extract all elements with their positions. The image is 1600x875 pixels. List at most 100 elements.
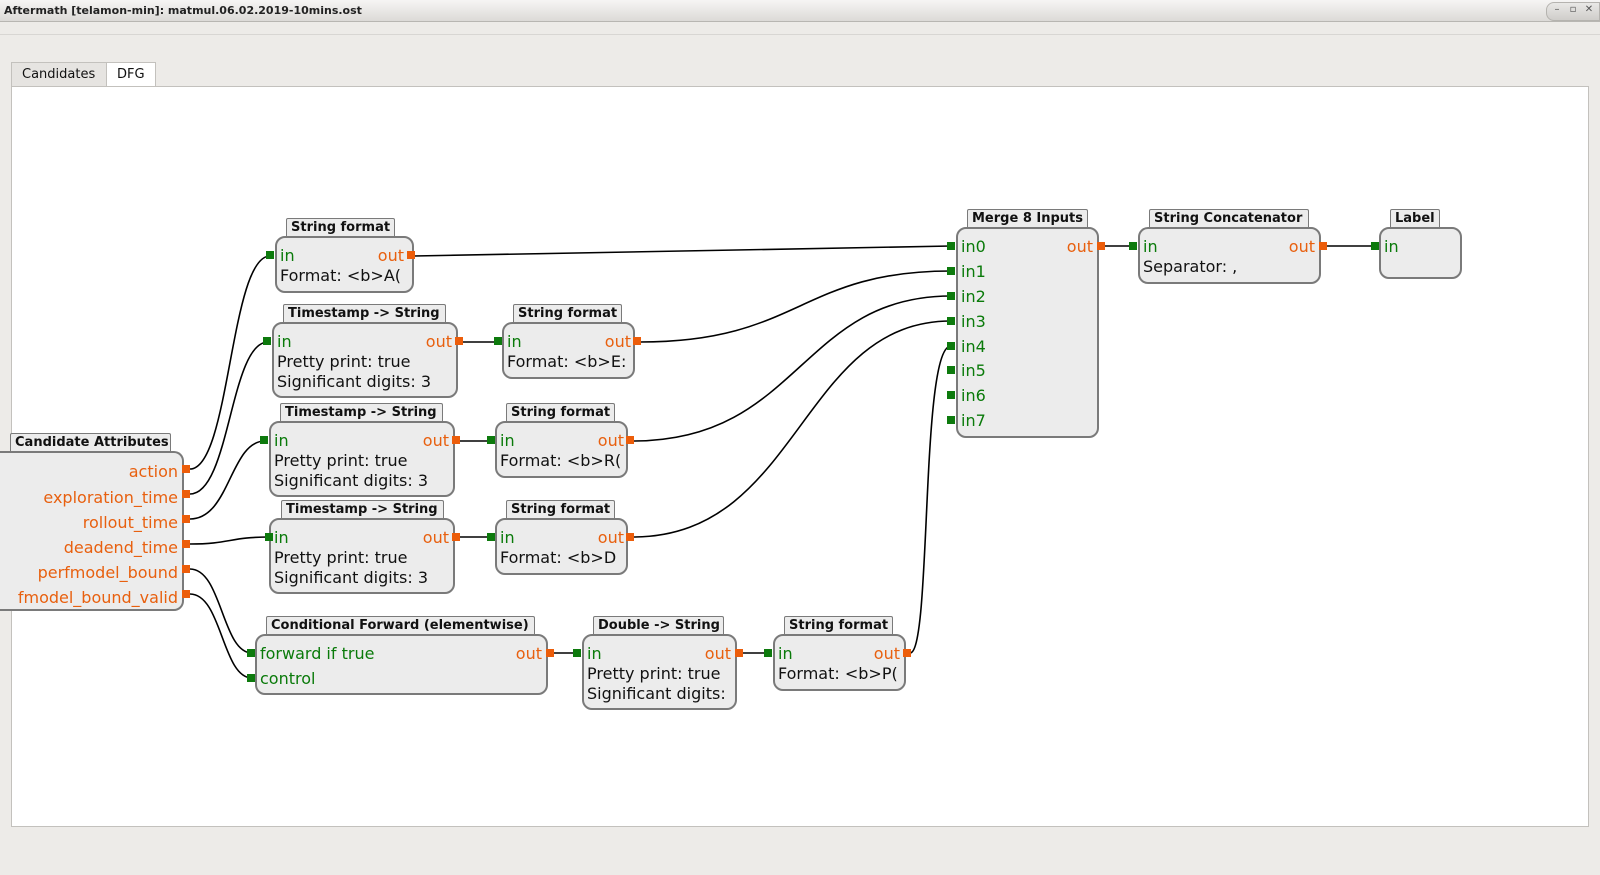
cond-forward-node[interactable]: forward if true control out (255, 634, 548, 695)
merge-in2-port[interactable] (947, 292, 955, 300)
ts-string-1-node[interactable]: in out Pretty print: true Significant di… (272, 322, 458, 398)
port-deadend-time-out[interactable] (182, 540, 190, 548)
output-exploration-time: exploration_time (43, 488, 178, 507)
ts-string-1-in-port[interactable] (263, 337, 271, 345)
merge-in4-port[interactable] (947, 342, 955, 350)
string-format-5-title: String format (784, 616, 893, 635)
wire-action-to-format1 (189, 255, 271, 470)
window-title: Aftermath [telamon-min]: matmul.06.02.20… (4, 4, 362, 17)
double-string-pretty: Pretty print: true (587, 664, 721, 683)
ts-string-1-out: out (425, 332, 452, 351)
wire-format2-to-in1 (639, 270, 952, 343)
ts-string-2-out: out (422, 431, 449, 450)
window-titlebar[interactable]: Aftermath [telamon-min]: matmul.06.02.20… (0, 0, 1600, 22)
string-format-2-in-port[interactable] (494, 337, 502, 345)
string-format-3-node[interactable]: in out Format: <b>R( (495, 421, 628, 478)
tab-dfg[interactable]: DFG (106, 62, 156, 88)
cond-forward-out: out (515, 644, 542, 663)
string-format-4-title: String format (506, 500, 615, 519)
string-format-1-in-port[interactable] (266, 251, 274, 259)
string-format-4-in-port[interactable] (487, 533, 495, 541)
ts-string-3-title: Timestamp -> String (281, 500, 444, 519)
maximize-button[interactable]: ▫ (1569, 4, 1577, 15)
merge-in7-port[interactable] (947, 416, 955, 424)
ts-string-2-in-port[interactable] (260, 436, 268, 444)
ts-string-1-pretty: Pretty print: true (277, 352, 411, 371)
string-format-3-in-port[interactable] (487, 436, 495, 444)
cond-forward-in-control: control (260, 669, 316, 688)
ts-string-3-node[interactable]: in out Pretty print: true Significant di… (269, 518, 455, 594)
cond-forward-in-forward: forward if true (260, 644, 375, 663)
wire-perfmodel-to-forward (189, 568, 253, 654)
double-string-node[interactable]: in out Pretty print: true Significant di… (582, 634, 737, 710)
double-string-out-port[interactable] (735, 649, 743, 657)
double-string-in: in (587, 644, 602, 663)
minimize-button[interactable]: – (1554, 4, 1560, 15)
wire-deadend-to-ts3 (189, 536, 271, 545)
string-format-1-format: Format: <b>A( (280, 267, 402, 285)
ts-string-1-digits: Significant digits: 3 (277, 372, 431, 391)
ts-string-3-digits: Significant digits: 3 (274, 568, 428, 587)
merge-in3-port[interactable] (947, 317, 955, 325)
string-format-5-in-port[interactable] (764, 649, 772, 657)
concat-title: String Concatenator (1149, 209, 1309, 228)
string-format-1-out-port[interactable] (407, 251, 415, 259)
ts-string-2-node[interactable]: in out Pretty print: true Significant di… (269, 421, 455, 497)
concat-out-port[interactable] (1319, 242, 1327, 250)
string-format-3-out: out (597, 431, 624, 450)
string-format-4-out-port[interactable] (626, 533, 634, 541)
output-rollout-time: rollout_time (82, 513, 178, 532)
cond-forward-title: Conditional Forward (elementwise) (266, 616, 535, 635)
label-node[interactable]: in (1379, 227, 1462, 279)
concat-separator: Separator: , (1143, 257, 1238, 276)
ts-string-3-out-port[interactable] (452, 533, 460, 541)
port-action-out[interactable] (182, 465, 190, 473)
string-format-2-format: Format: <b>E: (507, 353, 627, 371)
string-format-2-out-port[interactable] (633, 337, 641, 345)
ts-string-1-out-port[interactable] (455, 337, 463, 345)
merge-in6-port[interactable] (947, 391, 955, 399)
label-in-port[interactable] (1371, 242, 1379, 250)
string-format-1-node[interactable]: in out Format: <b>A( (275, 236, 414, 293)
ts-string-2-title: Timestamp -> String (280, 403, 443, 422)
merge-in5-port[interactable] (947, 366, 955, 374)
concat-in-port[interactable] (1129, 242, 1137, 250)
string-format-3-in: in (500, 431, 515, 450)
string-format-2-node[interactable]: in out Format: <b>E: (502, 322, 635, 379)
merge-in0-port[interactable] (947, 242, 955, 250)
concat-out: out (1288, 237, 1315, 256)
ts-string-2-in: in (274, 431, 289, 450)
wire-valid-to-control (189, 593, 253, 679)
ts-string-3-in-port[interactable] (265, 533, 273, 541)
concat-in: in (1143, 237, 1158, 256)
string-format-1-title: String format (286, 218, 395, 237)
merge-8-inputs-node[interactable]: in0 in1 in2 in3 in4 in5 in6 in7 out (956, 227, 1099, 438)
merge-in5: in5 (961, 361, 986, 380)
port-fmodel-bound-valid-out[interactable] (182, 590, 190, 598)
tab-candidates[interactable]: Candidates (11, 62, 107, 87)
string-format-5-node[interactable]: in out Format: <b>P( (773, 634, 906, 691)
candidate-attributes-node[interactable]: action exploration_time rollout_time dea… (0, 451, 184, 611)
merge-in4: in4 (961, 337, 986, 356)
ts-string-2-out-port[interactable] (452, 436, 460, 444)
string-format-3-out-port[interactable] (626, 436, 634, 444)
cond-forward-forward-port[interactable] (247, 649, 255, 657)
cond-forward-control-port[interactable] (247, 674, 255, 682)
string-format-1-out: out (377, 246, 404, 265)
string-format-5-out-port[interactable] (903, 649, 911, 657)
cond-forward-out-port[interactable] (546, 649, 554, 657)
wire-rollout-to-ts2 (189, 440, 266, 520)
merge-out-port[interactable] (1097, 242, 1105, 250)
port-exploration-time-out[interactable] (182, 490, 190, 498)
merge-in1-port[interactable] (947, 267, 955, 275)
close-button[interactable]: ✕ (1584, 4, 1594, 15)
port-perfmodel-bound-out[interactable] (182, 565, 190, 573)
string-format-4-node[interactable]: in out Format: <b>D (495, 518, 628, 575)
port-rollout-time-out[interactable] (182, 515, 190, 523)
string-concatenator-node[interactable]: in out Separator: , (1138, 227, 1321, 284)
string-format-5-format: Format: <b>P( (778, 665, 898, 683)
ts-string-1-title: Timestamp -> String (283, 304, 446, 323)
double-string-in-port[interactable] (573, 649, 581, 657)
